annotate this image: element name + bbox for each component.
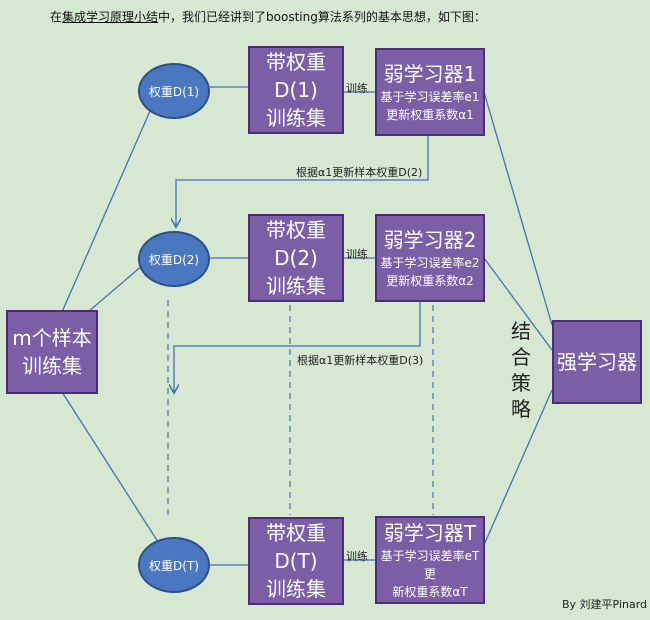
weight-label-T: 权重D(T): [149, 558, 199, 573]
weak-learner-1-title: 弱学习器1: [383, 62, 477, 86]
weak-learner-T: 弱学习器T 基于学习误差率eT更 新权重系数αT: [375, 516, 485, 604]
samples-box-line2: 训练集: [22, 354, 82, 378]
line-lT-strong: [483, 389, 553, 546]
samples-box-line1: m个样本: [12, 326, 92, 350]
line-samples-wT: [61, 391, 161, 546]
intro-prefix: 在: [50, 10, 63, 24]
weak-learner-T-line1: 基于学习误差率eT更: [380, 549, 480, 581]
weight-ellipse-1: 权重D(1): [138, 63, 210, 119]
weight-ellipse-T: 权重D(T): [138, 537, 210, 593]
training-set-T-line1: 带权重D(T): [266, 521, 326, 573]
training-set-T-line2: 训练集: [266, 577, 326, 601]
train-label-1: 训练: [346, 82, 368, 95]
weak-learner-1-line1: 基于学习误差率e1: [380, 90, 480, 104]
update-arrow-2: [174, 302, 421, 392]
line-l2-strong: [483, 257, 553, 351]
combine-char-1: 结: [511, 319, 531, 343]
weak-learner-2-title: 弱学习器2: [383, 228, 477, 252]
train-label-T: 训练: [346, 550, 368, 563]
line-samples-w1: [61, 110, 151, 313]
update-label-1: 根据α1更新样本权重D(2): [296, 166, 423, 179]
training-set-2-line1: 带权重D(2): [266, 218, 326, 270]
weighted-training-set-T: 带权重D(T) 训练集: [248, 517, 344, 605]
line-l1-strong: [483, 91, 553, 326]
update-label-2: 根据α1更新样本权重D(3): [297, 354, 424, 367]
weak-learner-2-line2: 更新权重系数α2: [386, 274, 474, 288]
combine-strategy-label: 结 合 策 略: [510, 318, 532, 422]
weighted-training-set-1: 带权重D(1) 训练集: [248, 46, 344, 134]
training-set-1-line2: 训练集: [266, 106, 326, 130]
intro-text: 在集成学习原理小结中，我们已经讲到了boosting算法系列的基本思想，如下图：: [50, 8, 486, 25]
samples-training-set-box: m个样本 训练集: [6, 310, 98, 394]
training-set-1-line1: 带权重D(1): [266, 50, 326, 102]
strong-learner-box: 强学习器: [552, 320, 642, 404]
weak-learner-2-line1: 基于学习误差率e2: [380, 256, 480, 270]
combine-char-3: 策: [511, 371, 531, 395]
strong-learner-label: 强学习器: [557, 350, 637, 374]
weak-learner-2: 弱学习器2 基于学习误差率e2 更新权重系数α2: [375, 214, 485, 302]
weighted-training-set-2: 带权重D(2) 训练集: [248, 214, 344, 302]
weight-label-2: 权重D(2): [148, 252, 200, 267]
intro-link[interactable]: 集成学习原理小结: [62, 10, 159, 24]
intro-suffix: 中，我们已经讲到了boosting算法系列的基本思想，如下图：: [158, 10, 486, 24]
training-set-2-line2: 训练集: [266, 274, 326, 298]
combine-char-2: 合: [511, 345, 531, 369]
author-credit: By 刘建平Pinard: [562, 598, 648, 611]
combine-char-4: 略: [511, 397, 531, 421]
weak-learner-1: 弱学习器1 基于学习误差率e1 更新权重系数α1: [375, 48, 485, 136]
update-arrow-1: [176, 136, 429, 226]
weak-learner-1-line2: 更新权重系数α1: [386, 108, 474, 122]
train-label-2: 训练: [346, 248, 368, 261]
weak-learner-T-title: 弱学习器T: [383, 521, 477, 545]
weak-learner-T-line2: 新权重系数αT: [392, 585, 468, 599]
weight-label-1: 权重D(1): [148, 84, 200, 99]
weight-ellipse-2: 权重D(2): [138, 231, 210, 287]
